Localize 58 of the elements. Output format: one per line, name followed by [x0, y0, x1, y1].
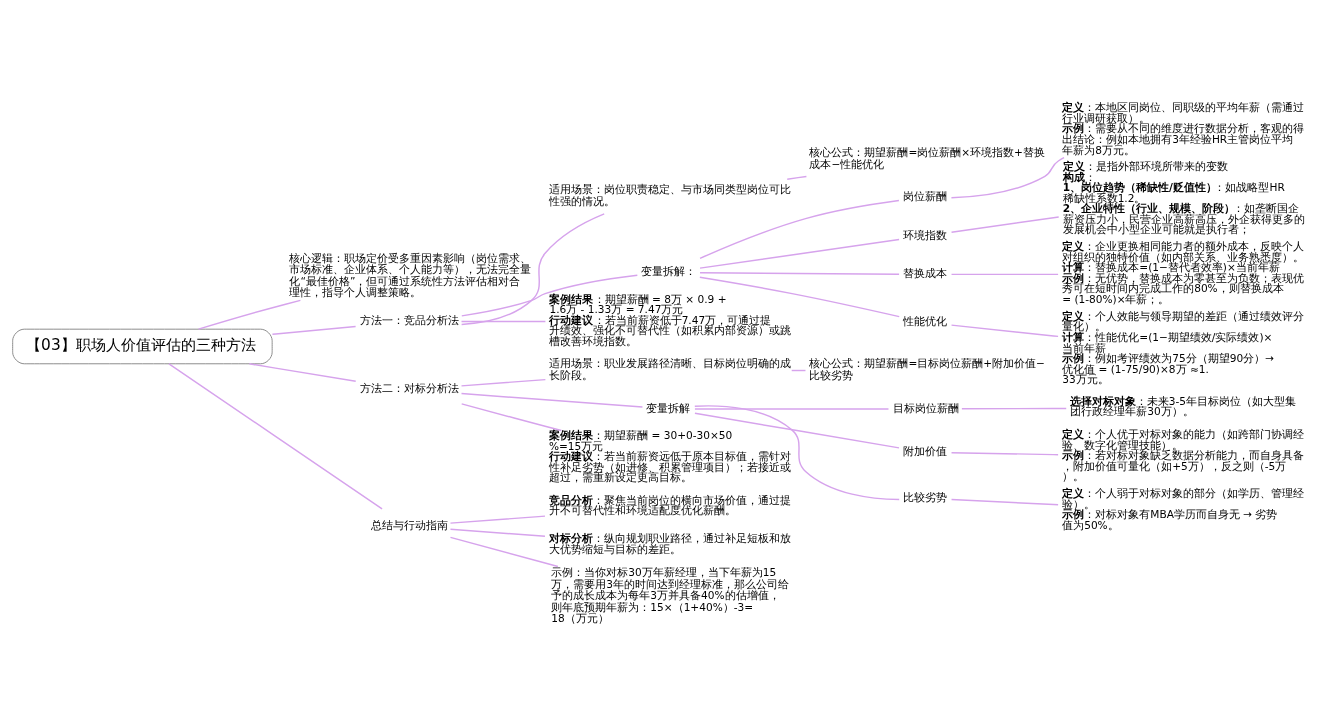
connector: [950, 215, 1060, 233]
node-text: 方法二：对标分析法: [359, 381, 459, 394]
node-text: 方法一：竞品分析法: [359, 313, 459, 326]
node-text: 定义：是指外部环境所带来的变数 构成： 1、岗位趋势（稀缺性/贬值性）：如战略型HR稀缺性系数1.2。 2、企业特性（行业、规模、阶段）：如垄断国企薪资压力小，民营企业高薪高压，外企获得更多的发展机会中小型企业可能就是执行者；: [1062, 159, 1305, 235]
node-text: 案例结果：期望薪酬 = 30+0-30×50%=15万元 行动建议：若当前薪资远低于原本目标值，需针对性补足劣势（如进修、积累管理项目）；若接近或超过，需重新设定更高目标。: [548, 428, 792, 483]
connector: [694, 412, 900, 449]
node-text: 示例：当你对标30万年薪经理，当下年薪为15万，需要用3年的时间达到经理标准，那么公司给予的成长成本为每年3万并具备40%的估增值，则年底预期年薪为：15×（1+40%）-3=18（万元）: [551, 565, 790, 624]
node-text: 定义：本地区同岗位、同职级的平均年薪（需通过行业调研获取）。 示例：需要从不同的维度进行数据分析，客观的得出结论：例如本地拥有3年经验HR主管岗位平均年薪为8万元。: [1062, 100, 1305, 156]
connector: [699, 238, 900, 269]
connector: [460, 320, 547, 322]
connector: [197, 299, 302, 330]
connector: [699, 199, 900, 259]
node-text: 核心逻辑：职场定价受多重因素影响（岗位需求、市场标准、企业体系、个人能力等），无法完全量化“最佳价格”，但可通过系统性方法评估相对合理性，指导个人调整策略。: [289, 251, 532, 298]
connector: [449, 536, 559, 567]
node-text: 选择对标对象：未来3-5年目标岗位（如大型集团行政经理年薪30万）。: [1070, 394, 1296, 417]
node-text: 附加价值: [903, 444, 948, 457]
node-text: 变量拆解：: [641, 264, 697, 277]
connector: [461, 274, 639, 317]
node-text: 定义：企业更换相同能力者的额外成本，反映个人对组织的独特价值（如内部关系、业务熟悉度）。 计算：替换成本=(1−替代者效率)×当前年薪 示例：无优势，替换成本为零甚至为负数；表现优秀可在短时间内完成工作的80%，则替换成本 = (1-80%)×年薪；。: [1062, 239, 1305, 305]
node-text: 对标分析：纵向规划职业路径，通过补足短板和放大优势缩短与目标的差距。: [548, 531, 792, 555]
connector: [950, 498, 1059, 506]
connector: [699, 276, 900, 317]
connector: [950, 273, 1059, 275]
node-box: 【03】职场人价值评估的三种方法: [12, 328, 273, 364]
node-text: 目标岗位薪酬: [892, 401, 959, 414]
connector: [449, 514, 546, 524]
connector: [248, 362, 357, 382]
connector: [950, 156, 1065, 198]
node-text: 变量拆解: [646, 401, 691, 414]
node-text: 定义：个人优于对标对象的能力（如跨部门协调经验、数字化管理技能）。 示例：若对标对象缺乏数据分析能力，而自身具备，附加价值可量化（如+5万），反之则（-5万）。: [1062, 427, 1305, 482]
node-text: 定义：个人弱于对标对象的部分（如学历、管理经验）。 示例：对标对象有MBA学历而自身无 → 劣势值为50%。: [1062, 486, 1305, 531]
connector: [961, 407, 1067, 410]
connector: [460, 392, 644, 408]
connector: [460, 212, 605, 325]
node-text: 核心公式：期望薪酬=目标岗位薪酬+附加价值−比较劣势: [809, 356, 1045, 381]
connector: [694, 404, 900, 500]
connector: [460, 402, 563, 431]
node-text: 案例结果：期望薪酬 = 8万 × 0.9 + 1.6万 - 1.33万 = 7.47万元 行动建议：若当前薪资低于7.47万，可通过提升绩效、强化不可替代性（如积累内部资源）或跳槽改善环境指数。: [549, 292, 792, 347]
node-text: 适用场景：职业发展路径清晰、目标岗位明确的成长阶段。: [549, 356, 792, 381]
connector: [460, 378, 547, 387]
connector: [694, 407, 890, 410]
connector: [271, 325, 357, 335]
node-text: 环境指数: [903, 228, 948, 241]
connector: [950, 323, 1059, 337]
node-text: 替换成本: [903, 266, 948, 279]
node-text: 岗位薪酬: [903, 189, 948, 202]
node-text: 适用场景：岗位职责稳定、与市场同类型岗位可比性强的情况。: [549, 182, 792, 207]
node-text: 定义：个人效能与领导期望的差距（通过绩效评分量化）。 计算：性能优化=(1−期望绩效/实际绩效)×当前年薪 示例：例如考评绩效为75分（期望90分）→ 优化值 = (1-75/90)×8万 ≈1.33万元。: [1062, 309, 1305, 385]
connector: [699, 271, 900, 275]
node-text: 总结与行动指南: [370, 518, 448, 531]
node-text: 核心公式：期望薪酬=岗位薪酬×环境指数+替换成本−性能优化: [809, 145, 1045, 170]
node-text: 性能优化: [903, 314, 948, 327]
node-text: 比较劣势: [903, 490, 948, 503]
connector: [786, 175, 808, 180]
connector: [449, 528, 546, 537]
connector: [168, 362, 383, 510]
node-text: 竞品分析：聚焦当前岗位的横向市场价值，通过提升不可替代性和环境适配度优化薪酬。: [548, 493, 792, 516]
connector: [950, 451, 1059, 455]
